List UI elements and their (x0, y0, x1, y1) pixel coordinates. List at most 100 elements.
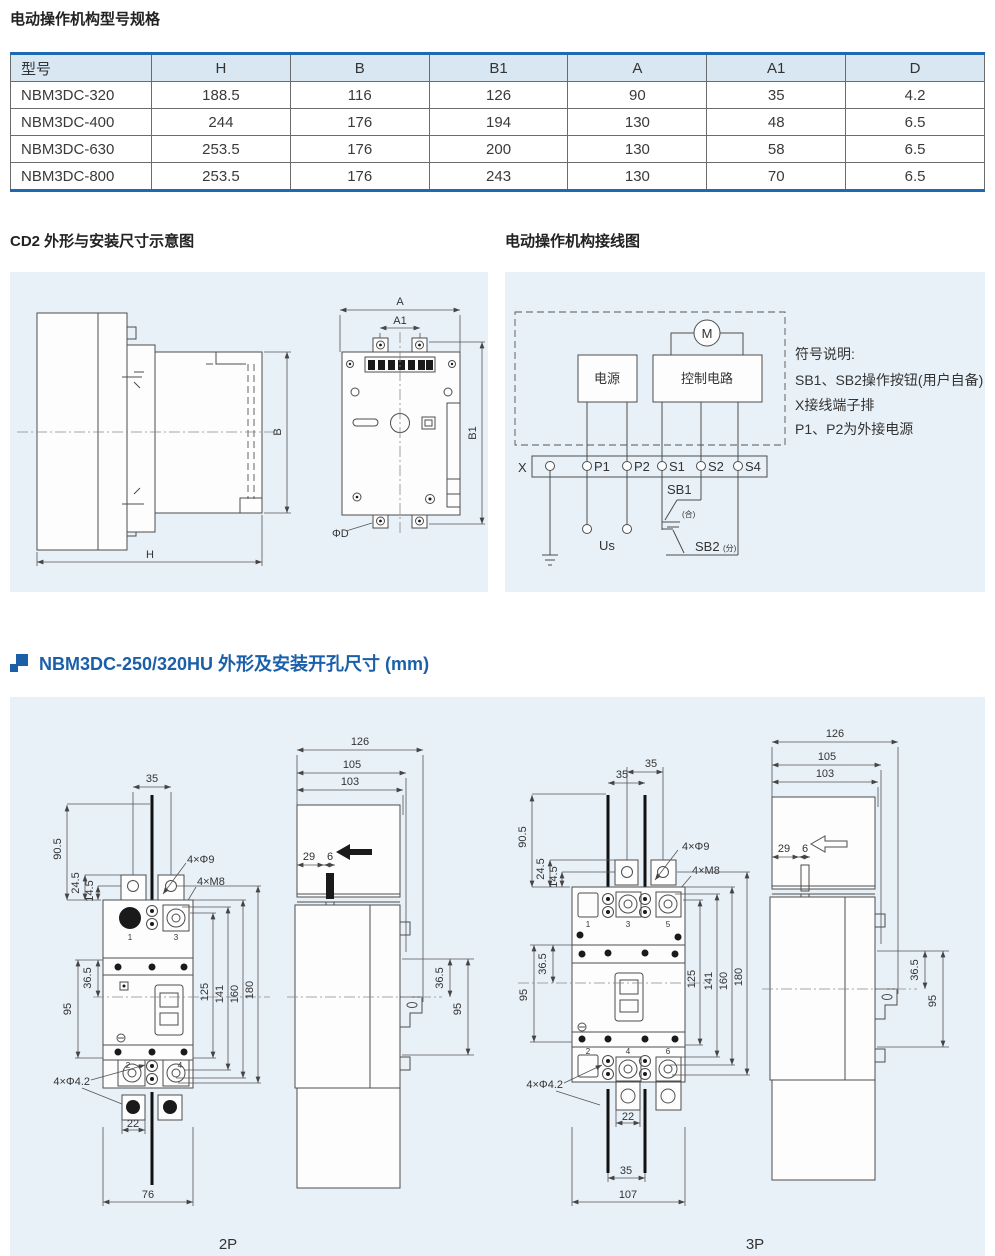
table-title: 电动操作机构型号规格 (10, 11, 161, 28)
cell: 70 (706, 162, 847, 191)
dim: 125 (199, 983, 211, 1001)
dim: 180 (733, 968, 745, 986)
dim: 14.5 (84, 880, 96, 901)
power-box-label: 电源 (594, 371, 620, 386)
terminal-P2: P2 (634, 459, 650, 474)
pole-label-3p: 3P (746, 1236, 764, 1253)
note-line: SB1、SB2操作按钮(用户自备) (795, 372, 983, 388)
dim-B: B (272, 428, 284, 435)
cd2-section-title: CD2 外形与安装尺寸示意图 (10, 233, 195, 250)
terminal-num: 1 (128, 933, 133, 942)
nbm-section-title: NBM3DC-250/320HU 外形及安装开孔尺寸 (mm) (39, 654, 430, 674)
dim: 35 (616, 769, 628, 781)
cell: 130 (567, 162, 708, 191)
cell: 6.5 (845, 108, 985, 136)
dim: 6 (802, 843, 808, 855)
sb2-label: SB2 (695, 539, 720, 554)
wiring-panel (505, 272, 985, 592)
direction-arrow-outline (809, 835, 848, 853)
dim: 126 (351, 736, 369, 748)
cell: 176 (289, 162, 430, 191)
terminal-x-label: X (518, 460, 527, 475)
terminal-num: 3 (626, 920, 631, 929)
cell: 253.5 (151, 135, 291, 163)
p3-front-view: 35 35 90.5 24.5 14.5 4×Φ9 4×M8 1 (517, 758, 764, 1253)
cell: 126 (428, 81, 569, 109)
cell: 244 (151, 108, 291, 136)
note-line: P1、P2为外接电源 (795, 421, 913, 437)
dim: 4×Φ4.2 (526, 1079, 563, 1091)
nbm-drawings: 35 90.5 24.5 14.5 4×Φ9 4×M8 1 (52, 728, 949, 1253)
dim: 29 (778, 843, 790, 855)
cell: 48 (706, 108, 847, 136)
p2-side-view: 126 105 103 29 6 (287, 736, 474, 1189)
terminal-S4: S4 (745, 459, 761, 474)
dim: 76 (142, 1189, 154, 1201)
terminal-num: 6 (666, 1047, 671, 1056)
dim: 103 (816, 768, 834, 780)
cell: 6.5 (845, 135, 985, 163)
dim: 14.5 (548, 866, 560, 887)
dim: 4×M8 (197, 876, 225, 888)
dim: 95 (927, 995, 939, 1007)
dim: 90.5 (517, 826, 529, 847)
cell: 116 (289, 81, 430, 109)
cell-model: NBM3DC-320 (10, 81, 152, 109)
dim: 22 (127, 1118, 139, 1130)
cell-model: NBM3DC-800 (10, 162, 152, 191)
dim: 22 (622, 1111, 634, 1123)
col-header: H (151, 53, 291, 82)
note-line: X接线端子排 (795, 397, 874, 413)
section-marker-icon (10, 653, 28, 672)
dim: 35 (645, 758, 657, 770)
dim: 36.5 (537, 953, 549, 974)
table-header-row: 型号 H B B1 A A1 D (10, 53, 985, 82)
cd2-drawing: B H A A1 (17, 296, 485, 566)
terminal-num: 4 (626, 1047, 631, 1056)
note-line: 符号说明: (795, 346, 855, 362)
dim: 36.5 (82, 967, 94, 988)
dim: 35 (146, 773, 158, 785)
cell-model: NBM3DC-630 (10, 135, 152, 163)
dim: 4×M8 (692, 865, 720, 877)
cd2-front-view: A A1 (332, 296, 485, 540)
dim: 141 (703, 972, 715, 990)
direction-arrow (336, 844, 372, 860)
dim: 36.5 (434, 967, 446, 988)
dim: 160 (229, 985, 241, 1003)
cell: 176 (289, 135, 430, 163)
cell: 188.5 (151, 81, 291, 109)
terminal-num: 1 (586, 920, 591, 929)
dim: 160 (718, 972, 730, 990)
col-header: A1 (706, 53, 847, 82)
dim: 95 (62, 1003, 74, 1015)
terminal-num: 2 (586, 1047, 591, 1056)
terminal-P1: P1 (594, 459, 610, 474)
dim: 95 (518, 989, 530, 1001)
dim: 35 (620, 1165, 632, 1177)
dim: 24.5 (535, 858, 547, 879)
col-header: 型号 (10, 53, 152, 82)
sb2-sub-label: (分) (723, 544, 737, 553)
col-header: A (567, 53, 708, 82)
terminal-num: 5 (666, 920, 671, 929)
cell-model: NBM3DC-400 (10, 108, 152, 136)
cell: 6.5 (845, 162, 985, 191)
dim-A1: A1 (393, 315, 406, 327)
cell: 200 (428, 135, 569, 163)
dim: 126 (826, 728, 844, 740)
dim: 125 (686, 970, 698, 988)
terminal-num: 3 (174, 933, 179, 942)
terminal-S1: S1 (669, 459, 685, 474)
dim: 95 (452, 1003, 464, 1015)
terminal-num: 4 (178, 1061, 183, 1070)
dim: 90.5 (52, 838, 64, 859)
dim: 103 (341, 776, 359, 788)
dim: 141 (214, 985, 226, 1003)
cell: 243 (428, 162, 569, 191)
dim-B1: B1 (467, 426, 479, 439)
cell: 194 (428, 108, 569, 136)
